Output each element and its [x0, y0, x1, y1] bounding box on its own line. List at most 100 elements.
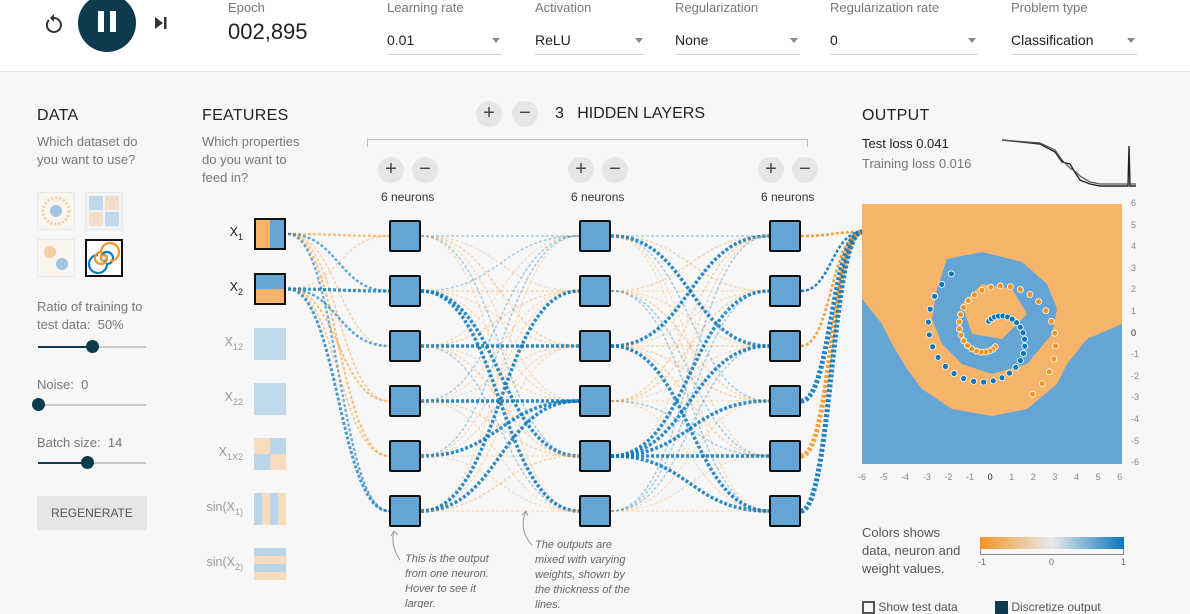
activation-select[interactable]: ReLU [535, 31, 645, 55]
weight-link[interactable] [287, 235, 390, 290]
ratio-slider[interactable] [38, 340, 146, 353]
weight-link[interactable] [610, 289, 770, 458]
weight-link[interactable] [420, 290, 580, 347]
neuron[interactable] [389, 440, 421, 472]
weight-link[interactable] [420, 455, 580, 512]
neuron[interactable] [769, 385, 801, 417]
weight-link[interactable] [610, 399, 770, 458]
remove-layer-button[interactable]: − [512, 101, 538, 127]
weight-link[interactable] [610, 235, 770, 292]
weight-link[interactable] [420, 290, 580, 347]
neuron[interactable] [389, 330, 421, 362]
weight-link[interactable] [610, 235, 770, 512]
weight-link[interactable] [800, 230, 863, 348]
neuron[interactable] [579, 495, 611, 527]
ratio-slider-knob[interactable] [86, 340, 99, 353]
weight-link[interactable] [420, 345, 580, 457]
weight-link[interactable] [800, 229, 863, 459]
weight-link[interactable] [420, 345, 580, 457]
weight-link[interactable] [610, 400, 770, 512]
neuron[interactable] [389, 275, 421, 307]
neuron[interactable] [579, 385, 611, 417]
weight-link[interactable] [610, 290, 770, 402]
dataset-spiral-thumb[interactable] [85, 239, 123, 277]
add-neuron-button[interactable]: + [568, 157, 594, 183]
weight-link[interactable] [420, 235, 580, 347]
remove-neuron-button[interactable]: − [412, 157, 438, 183]
show-test-data-toggle[interactable]: Show test data [862, 600, 958, 614]
neuron[interactable] [769, 440, 801, 472]
regenerate-button[interactable]: REGENERATE [37, 496, 147, 530]
neuron[interactable] [389, 220, 421, 252]
batch-slider[interactable] [38, 456, 146, 469]
add-neuron-button[interactable]: + [378, 157, 404, 183]
neuron[interactable] [769, 495, 801, 527]
weight-link[interactable] [610, 455, 770, 512]
discretize-output-toggle[interactable]: Discretize output [995, 600, 1101, 614]
weight-link[interactable] [420, 345, 580, 402]
dataset-gaussian-thumb[interactable] [37, 239, 75, 277]
weight-link[interactable] [420, 235, 580, 402]
weight-link[interactable] [420, 455, 580, 512]
weight-link[interactable] [610, 344, 770, 458]
weight-link[interactable] [287, 287, 390, 293]
weight-link[interactable] [420, 235, 580, 457]
weight-link[interactable] [420, 345, 580, 402]
weight-link[interactable] [420, 235, 580, 457]
problem-type-select[interactable]: Classification [1011, 31, 1137, 55]
weight-link[interactable] [287, 232, 390, 513]
feature-node[interactable] [254, 273, 286, 305]
feature-node[interactable] [254, 328, 286, 360]
neuron[interactable] [389, 495, 421, 527]
neuron[interactable] [769, 220, 801, 252]
weight-link[interactable] [420, 399, 580, 513]
play-pause-button[interactable] [78, 0, 136, 52]
noise-slider[interactable] [32, 398, 146, 411]
weight-link[interactable] [287, 288, 390, 457]
dataset-circle-thumb[interactable] [37, 192, 75, 230]
weight-link[interactable] [420, 235, 580, 292]
feature-node[interactable] [254, 493, 286, 525]
weight-link[interactable] [610, 235, 770, 457]
feature-node[interactable] [254, 218, 286, 250]
weight-link[interactable] [610, 290, 770, 347]
neuron[interactable] [769, 275, 801, 307]
weight-link[interactable] [420, 289, 580, 513]
weight-link[interactable] [420, 345, 580, 512]
weight-link[interactable] [287, 232, 390, 293]
weight-link[interactable] [610, 400, 770, 512]
weight-link[interactable] [610, 290, 770, 512]
weight-link[interactable] [610, 234, 770, 348]
remove-neuron-button[interactable]: − [602, 157, 628, 183]
weight-link[interactable] [420, 290, 580, 402]
weight-link[interactable] [610, 235, 770, 457]
weight-link[interactable] [287, 233, 390, 347]
regularization-select[interactable]: None [675, 31, 800, 55]
weight-link[interactable] [287, 287, 390, 348]
weight-link[interactable] [420, 399, 580, 458]
weight-link[interactable] [287, 287, 390, 513]
weight-link[interactable] [610, 235, 770, 402]
weight-link[interactable] [800, 229, 863, 404]
weight-link[interactable] [287, 232, 390, 238]
feature-node[interactable] [254, 548, 286, 580]
weight-link[interactable] [420, 289, 580, 513]
weight-link[interactable] [610, 290, 770, 512]
weight-link[interactable] [610, 290, 770, 347]
weight-link[interactable] [800, 230, 863, 238]
add-layer-button[interactable]: + [476, 101, 502, 127]
remove-neuron-button[interactable]: − [792, 157, 818, 183]
add-neuron-button[interactable]: + [758, 157, 784, 183]
dataset-xor-thumb[interactable] [85, 192, 123, 230]
neuron[interactable] [579, 440, 611, 472]
reset-button[interactable] [40, 11, 68, 39]
weight-link[interactable] [287, 287, 390, 403]
weight-link[interactable] [420, 235, 580, 512]
feature-node[interactable] [254, 383, 286, 415]
weight-link[interactable] [420, 235, 580, 292]
neuron[interactable] [579, 275, 611, 307]
step-button[interactable] [150, 11, 174, 35]
weight-link[interactable] [610, 454, 770, 513]
weight-link[interactable] [420, 235, 580, 402]
regularization-rate-select[interactable]: 0 [830, 31, 978, 55]
